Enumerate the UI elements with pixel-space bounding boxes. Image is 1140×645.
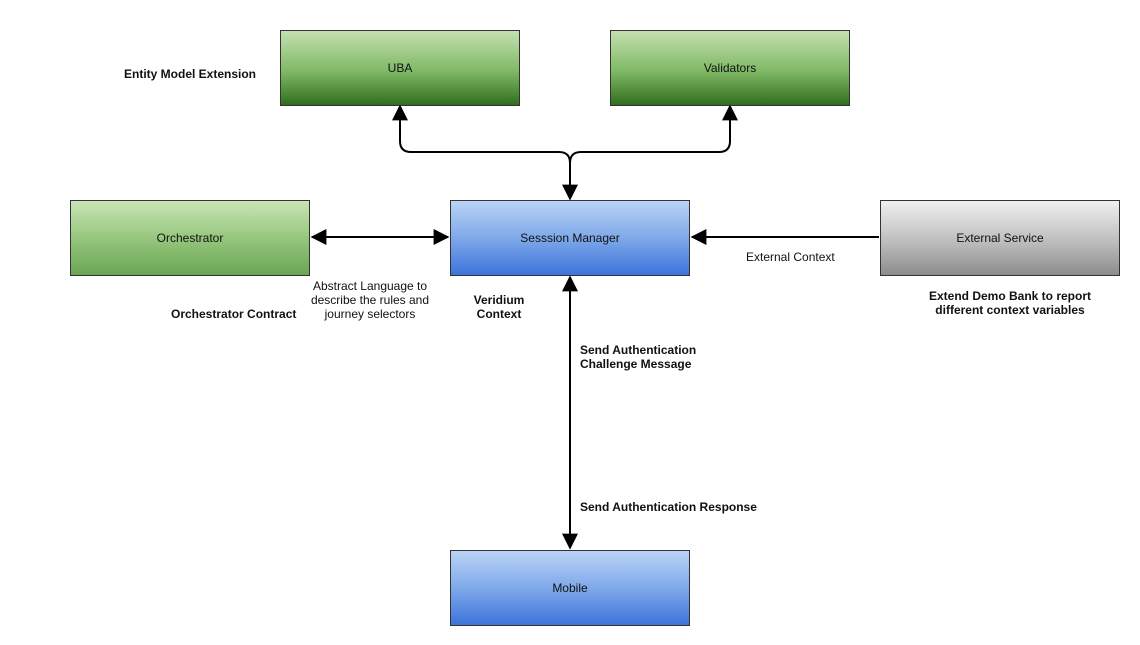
veridium-context-label: Veridium Context — [473, 293, 525, 321]
session-manager-label: Sesssion Manager — [520, 231, 620, 245]
validators-node: Validators — [610, 30, 850, 106]
send-auth-response-label: Send Authentication Response — [580, 500, 757, 514]
external-service-label: External Service — [956, 231, 1044, 245]
mobile-node: Mobile — [450, 550, 690, 626]
abstract-language-label: Abstract Language to describe the rules … — [310, 279, 430, 321]
connector-session-uba — [392, 104, 578, 201]
external-service-node: External Service — [880, 200, 1120, 276]
orchestrator-node: Orchestrator — [70, 200, 310, 276]
uba-node: UBA — [280, 30, 520, 106]
uba-label: UBA — [387, 61, 413, 75]
orchestrator-contract-label: Orchestrator Contract — [171, 307, 297, 321]
send-auth-challenge-label: Send Authentication Challenge Message — [580, 343, 697, 371]
orchestrator-label: Orchestrator — [156, 231, 224, 245]
extend-demo-bank-label: Extend Demo Bank to report different con… — [928, 289, 1092, 317]
connector-session-validators — [569, 104, 738, 164]
external-context-label: External Context — [746, 250, 835, 264]
session-manager-node: Sesssion Manager — [450, 200, 690, 276]
mobile-label: Mobile — [552, 581, 588, 595]
validators-label: Validators — [703, 61, 757, 75]
entity-model-extension-label: Entity Model Extension — [124, 67, 257, 81]
